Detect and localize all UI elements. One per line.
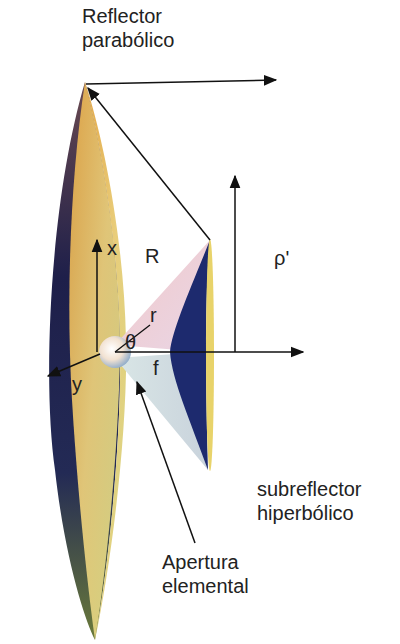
axis-label: x	[107, 236, 117, 260]
focal-label: f	[153, 356, 159, 380]
axis-label: y	[72, 372, 82, 396]
aperture-label: Apertura elemental	[162, 550, 277, 598]
radius-label: ρ'	[274, 246, 289, 270]
angle-label: θ	[125, 330, 136, 354]
reflector-label: Reflector parabólico	[82, 4, 212, 52]
subreflector-label: subreflector hiperbólico	[257, 477, 392, 525]
vector-label: r	[150, 303, 157, 327]
distance-label: R	[145, 244, 159, 268]
